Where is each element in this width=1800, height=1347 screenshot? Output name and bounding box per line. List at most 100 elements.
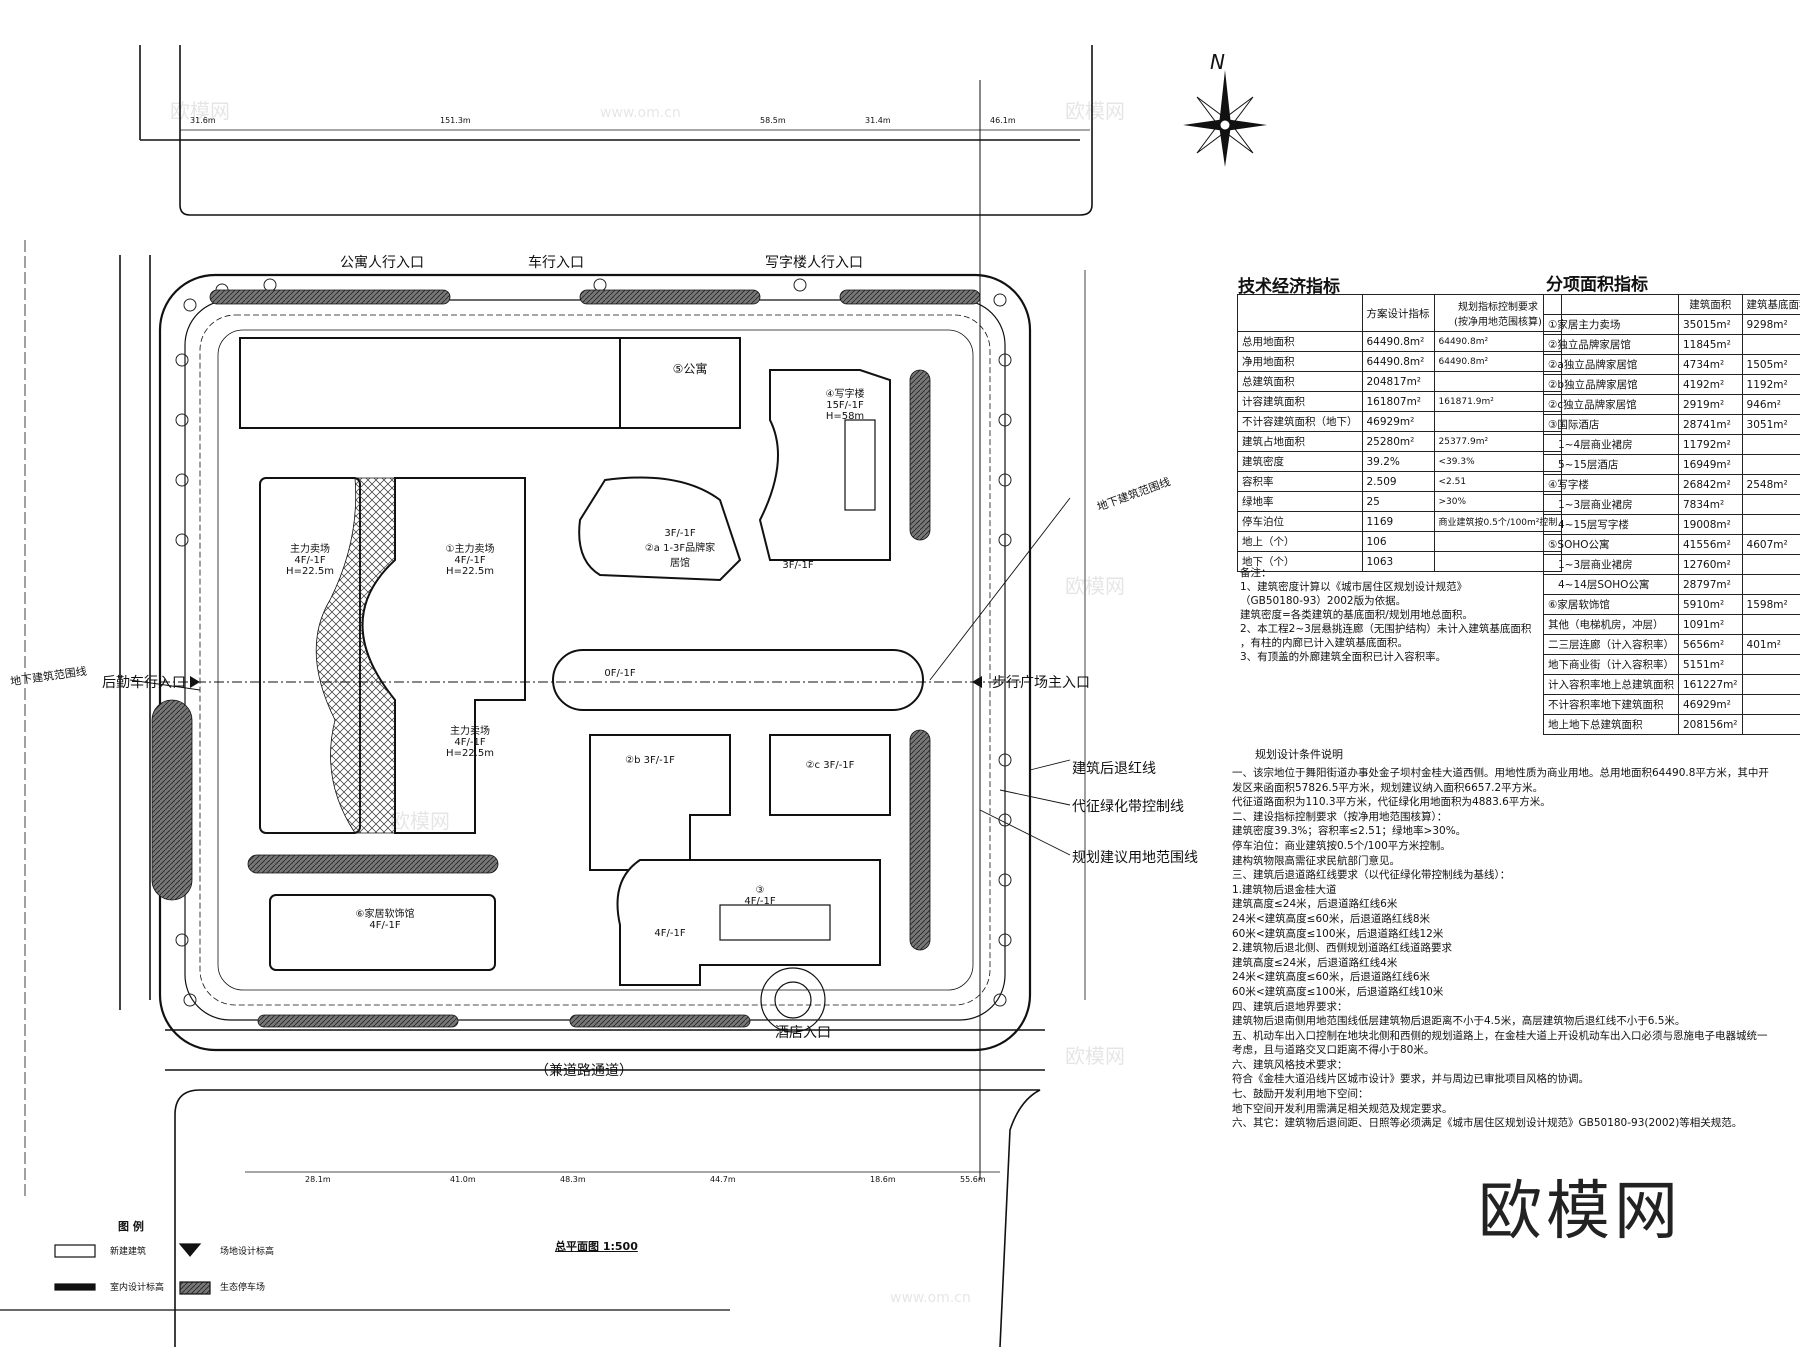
table-cell: 不计容建筑面积（地下） (1237, 411, 1363, 432)
table-cell: 1598m² (1741, 594, 1800, 615)
table-cell: 25280m² (1361, 431, 1435, 452)
table-cell: 11792m² (1678, 434, 1743, 455)
building-brand-2c: ②c 3F/-1F (805, 760, 855, 771)
entrance-apartment-pedestrian: 公寓人行入口 (340, 255, 424, 271)
legend-indoor-elevation: 室内设计标高 (110, 1283, 165, 1293)
table-cell: 建筑密度 (1237, 451, 1363, 472)
watermark: 欧模网 (170, 99, 230, 123)
table-cell: 4~15层写字楼 (1543, 514, 1679, 535)
table-cell: 64490.8m² (1361, 351, 1435, 372)
planned-land-line-label: 规划建议用地范围线 (1072, 850, 1198, 866)
table-cell: 16949m² (1678, 454, 1743, 475)
table-cell: 总用地面积 (1237, 331, 1363, 352)
building-apartment: ⑤公寓 (672, 362, 708, 376)
table-cell: 1169 (1361, 511, 1435, 532)
table-cell: 5656m² (1678, 634, 1743, 655)
table-cell: 28741m² (1678, 414, 1743, 435)
dim-bottom-2: 41.0m (450, 1175, 476, 1184)
table-cell: 容积率 (1237, 471, 1363, 492)
table-cell (1741, 454, 1800, 475)
table-cell (1741, 654, 1800, 675)
building-main-store-lower: 主力卖场 4F/-1F H=22.5m (446, 726, 494, 759)
watermark: 欧模网 (390, 809, 450, 833)
table-cell: 28797m² (1678, 574, 1743, 595)
table-cell (1741, 694, 1800, 715)
watermark: 欧模网 (1065, 574, 1125, 598)
table-row: 地下商业街（计入容积率）5151m² (1543, 654, 1800, 675)
table-cell: 1505m² (1741, 354, 1800, 375)
table-cell: 9298m² (1741, 314, 1800, 335)
dim-bottom-4: 44.7m (710, 1175, 736, 1184)
table-cell (1543, 294, 1679, 315)
table-cell: 地下（个） (1237, 551, 1363, 572)
conditions-title: 规划设计条件说明 (1255, 748, 1343, 761)
table-cell (1741, 554, 1800, 575)
plaza-hatch (315, 477, 396, 834)
road-label: （兼道路通道） (535, 1063, 633, 1079)
dim-top-1: 31.6m (190, 116, 216, 125)
table-cell: 208156m² (1678, 714, 1743, 735)
entrance-service-vehicle: 后勤车行入口 (102, 675, 186, 691)
table-cell: 161227m² (1678, 674, 1743, 695)
table-cell: 4734m² (1678, 354, 1743, 375)
area-table-title: 分项面积指标 (1546, 275, 1648, 295)
table-cell: 建筑面积 (1678, 294, 1743, 315)
table-cell (1741, 494, 1800, 515)
dim-top-3: 58.5m (760, 116, 786, 125)
table-cell (1741, 574, 1800, 595)
table-cell: 4607m² (1741, 534, 1800, 555)
table-cell: 4~14层SOHO公寓 (1543, 574, 1679, 595)
brand-logo: 欧模网 (1478, 1175, 1682, 1249)
table-cell: 地上（个） (1237, 531, 1363, 552)
leader-lines (129, 497, 1071, 856)
table-cell: 19008m² (1678, 514, 1743, 535)
building-link-0f: 0F/-1F (604, 668, 636, 679)
table-cell: 46929m² (1361, 411, 1435, 432)
dim-bottom-1: 28.1m (305, 1175, 331, 1184)
table-cell: ④写字楼 (1543, 474, 1679, 495)
table-cell: ②b独立品牌家居馆 (1543, 374, 1679, 395)
legend-title: 图 例 (118, 1220, 144, 1233)
green-strips (151, 289, 981, 1028)
table-cell: 1~3层商业裙房 (1543, 494, 1679, 515)
table-cell: ①家居主力卖场 (1543, 314, 1679, 335)
table-cell: 5910m² (1678, 594, 1743, 615)
building-main-store-1: ①主力卖场 4F/-1F H=22.5m (445, 544, 495, 577)
plan-title: 总平面图 1:500 (555, 1240, 638, 1253)
table-cell: ②a独立品牌家居馆 (1543, 354, 1679, 375)
watermark: www.om.cn (600, 105, 681, 121)
table-cell: 5151m² (1678, 654, 1743, 675)
watermark: www.om.cn (890, 1290, 971, 1306)
tech-table-notes: 备注： 1、建筑密度计算以《城市居住区规划设计规范》 （GB50180-93）2… (1240, 567, 1532, 663)
table-cell: ②c独立品牌家居馆 (1543, 394, 1679, 415)
table-cell (1741, 614, 1800, 635)
table-cell: 11845m² (1678, 334, 1743, 355)
table-cell: 7834m² (1678, 494, 1743, 515)
dimension-lines (24, 129, 1090, 1200)
building-office: ④写字楼 15F/-1F H=58m (825, 389, 865, 422)
dim-bottom-6: 55.6m (960, 1175, 986, 1184)
table-cell: 401m² (1741, 634, 1800, 655)
table-cell: 64490.8m² (1361, 331, 1435, 352)
green-belt-line-label: 代征绿化带控制线 (1072, 799, 1184, 815)
north-label: N (1210, 50, 1225, 74)
legend-symbols (0, 1243, 730, 1311)
table-cell: ⑥家居软饰馆 (1543, 594, 1679, 615)
table-cell: ②独立品牌家居馆 (1543, 334, 1679, 355)
building-hotel: ③ 4F/-1F (744, 885, 776, 907)
table-cell: 5~15层酒店 (1543, 454, 1679, 475)
